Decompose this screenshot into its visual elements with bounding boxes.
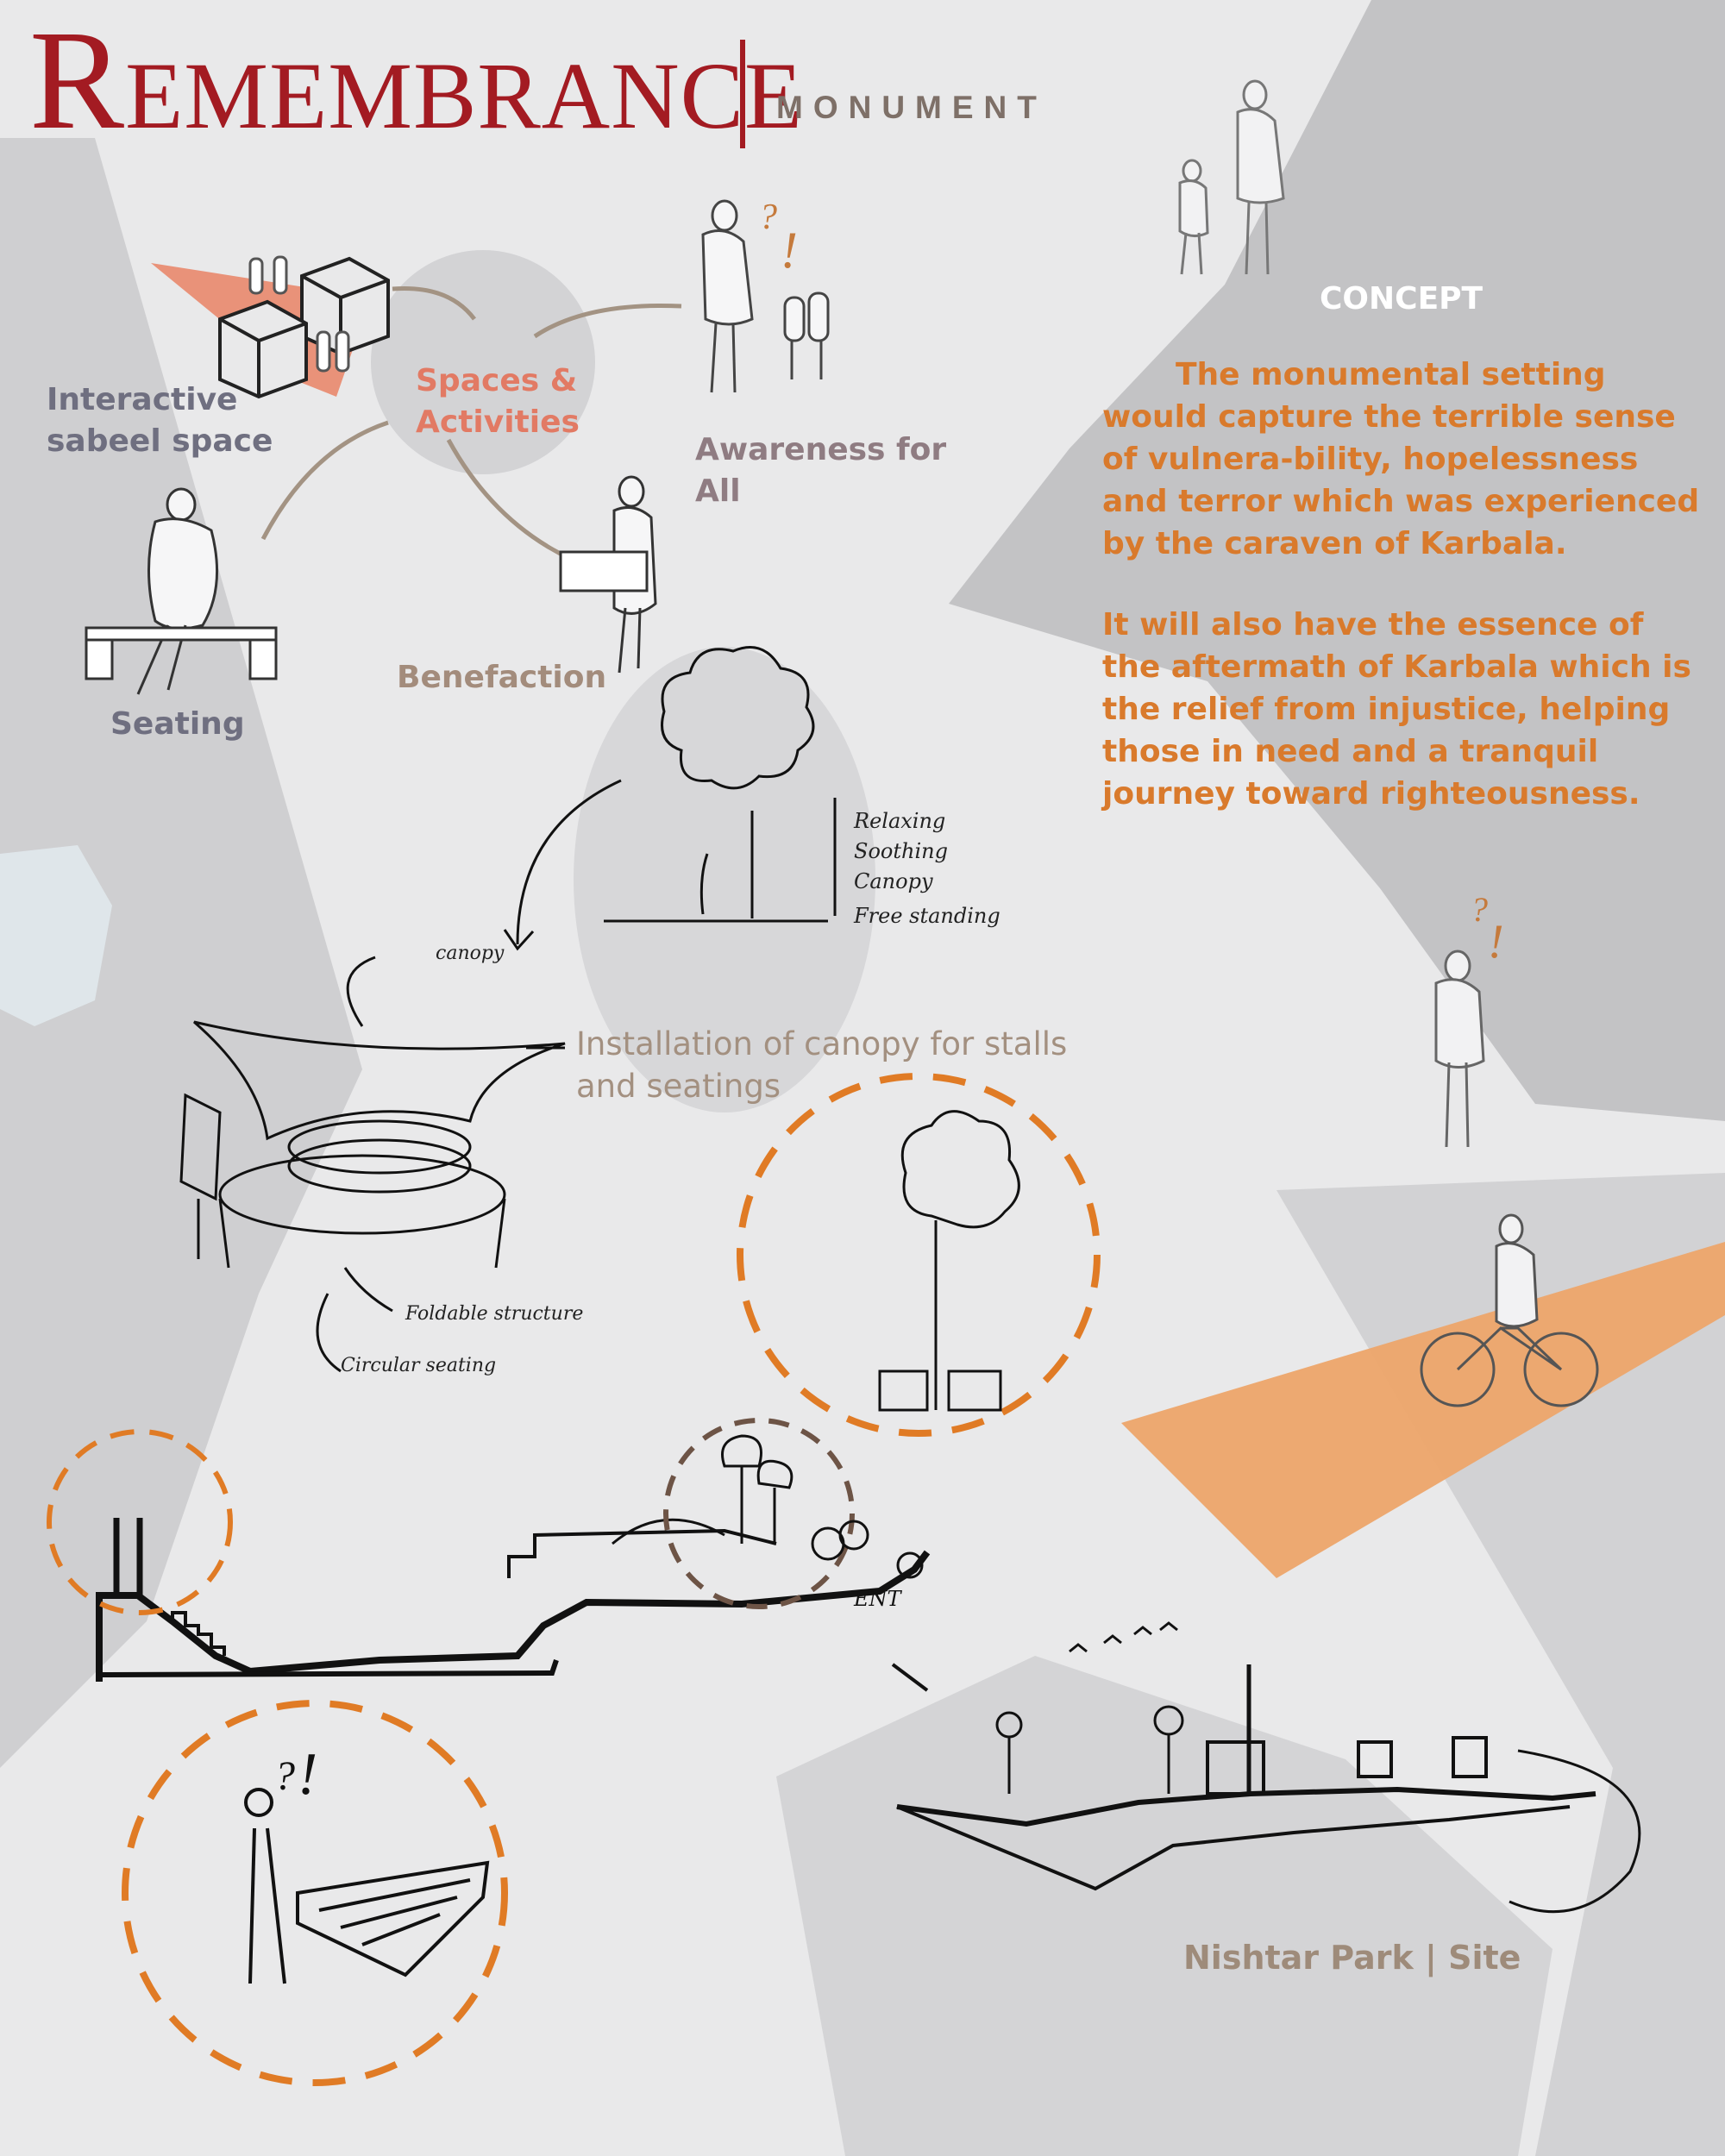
section-drawing [96,1518,931,1682]
concept-paragraph-2: It will also have the essence of the aft… [1102,607,1691,812]
node-label-seating: Seating [110,706,245,742]
canopy-sketch-icon [179,956,566,1373]
tree-to-canopy-arrow [516,779,622,945]
annotation-soothing: Soothing [854,839,948,863]
annotation-canopy-label: canopy [436,943,505,964]
node-label-awareness: Awareness for All [695,432,947,509]
section-circles [47,1418,855,1615]
section-trees [721,1434,924,1579]
node-label-benefaction: Benefaction [397,660,607,695]
cyclist-wedge [1121,1242,1725,1578]
exclamation-icon-2: ! [1488,915,1504,968]
node-label-sabeel: Interactive sabeel space [47,382,273,459]
site-sketch [891,1621,1641,1914]
awareness-figure-icon [701,199,830,393]
parent-child-figure-icon [1178,79,1285,275]
page-subtitle: MONUMENT [776,90,1047,125]
canopy-caption: Installation of canopy for stalls and se… [576,1025,1068,1105]
hub-label: Spaces & Activities [416,363,580,440]
canopy-spot-circle [663,1418,855,1609]
annotation-free-standing: Free standing [853,904,1000,928]
confused-figure-icon [1434,950,1485,1148]
site-caption: Nishtar Park | Site [1183,1939,1521,1977]
viewpoint-circle [47,1429,233,1615]
seating-figure-icon [85,487,278,695]
exclamation-icon: ! [781,222,798,279]
annotation-canopy: Canopy [854,869,933,893]
right-grey-shape [949,0,1725,1121]
left-grey-band [0,138,362,1768]
canopy-annotations: canopy Foldable structure Circular seati… [341,943,583,1376]
question-mark-icon: ? [759,197,777,237]
sabeel-people-icon [248,255,350,373]
cyclist-icon [1420,1213,1599,1407]
tree-blob [574,647,875,1112]
hub-blob [371,250,595,474]
svg-text:?: ? [274,1753,295,1799]
title-initial: R [29,1,126,159]
annotation-entry: ENT [853,1587,903,1611]
annotation-foldable: Foldable structure [405,1303,583,1325]
benefaction-figure-icon [559,475,657,674]
light-blue-splash [0,845,112,1026]
cubes-icon [218,256,390,399]
page-title: REMEMBRANCE [29,9,804,152]
bottom-grey-shape [776,1656,1552,2156]
title-rest: EMEMBRANCE [125,43,804,148]
svg-text:!: ! [298,1741,317,1808]
annotation-relaxing: Relaxing [853,809,945,833]
concept-heading: CONCEPT [1320,281,1484,317]
tree-sketch-icon [604,646,837,923]
annotation-circular: Circular seating [341,1355,496,1376]
concept-paragraph-1: The monumental setting would capture the… [1102,357,1700,561]
right-lower-shape [1276,1173,1725,2156]
walkway-circle: ? ! [122,1700,508,2086]
tree-annotations: Relaxing Soothing Canopy Free standing [853,809,1000,928]
question-mark-icon-2: ? [1471,890,1488,929]
title-divider [740,40,745,148]
stall-tree-circle [737,1073,1101,1437]
